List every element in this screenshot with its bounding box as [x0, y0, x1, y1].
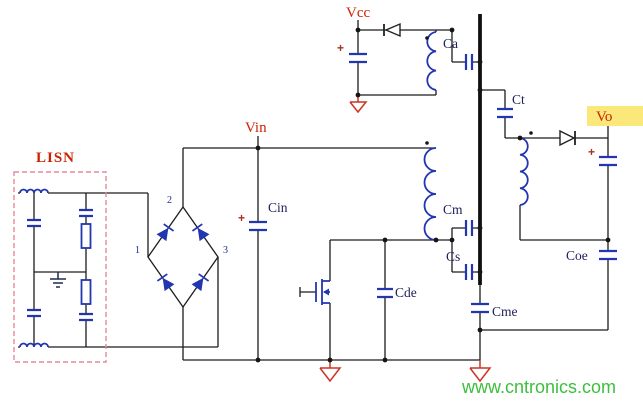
shield-ground-icon: [469, 360, 492, 383]
vin-label: Vin: [245, 120, 267, 136]
cap-cm-label: Cm: [443, 202, 463, 217]
cap-ca: Ca: [443, 36, 474, 70]
cap-cme-label: Cme: [492, 304, 518, 319]
lisn-dashed-box: [13, 171, 107, 363]
cap-coe: Coe: [566, 248, 617, 263]
cap-cin: [249, 220, 267, 232]
cap-ct-label: Ct: [512, 92, 525, 107]
vo-highlight: [587, 106, 643, 126]
vcc-supply: Vcc +: [337, 5, 401, 114]
auxiliary-winding: [426, 31, 437, 91]
output-cap-plus-sign: +: [588, 145, 595, 159]
input-section: Vin + Cin: [238, 120, 288, 232]
lisn-capacitor-1: [27, 218, 41, 228]
cin-plus-sign: +: [238, 211, 245, 225]
output-capacitor: [599, 155, 617, 167]
vo-label: Vo: [596, 109, 612, 125]
lisn-label: LISN: [36, 150, 75, 166]
secondary-polarity-dot: [529, 131, 533, 135]
lisn-capacitor-2: [79, 208, 93, 218]
cap-cde: Cde: [377, 285, 417, 300]
cap-cs-label: Cs: [446, 249, 460, 264]
bridge-diode-icon: [191, 273, 210, 292]
cap-cme: Cme: [471, 302, 518, 319]
lisn-network: LISN: [13, 150, 107, 363]
watermark-text: www.cntronics.com: [461, 377, 616, 397]
bridge-node-2-label: 2: [167, 195, 172, 206]
primary-ground-icon: [319, 360, 342, 383]
vcc-cap-plus-sign: +: [337, 41, 344, 55]
bridge-node-3-label: 3: [223, 245, 228, 256]
secondary-winding: [519, 137, 529, 206]
lisn-capacitor-3: [79, 312, 93, 322]
auxiliary-polarity-dot: [425, 36, 429, 40]
cap-cde-label: Cde: [395, 285, 417, 300]
vcc-diode-icon: [384, 22, 401, 38]
lisn-resistor-1: [80, 223, 92, 249]
junction-dots: [255, 27, 611, 363]
vcc-ground-icon: [349, 95, 368, 114]
cap-coe-label: Coe: [566, 248, 588, 263]
transformer: [423, 14, 533, 285]
vcc-capacitor: [349, 52, 367, 64]
bridge-diode-icon: [156, 273, 175, 292]
output-diode-icon: [559, 129, 576, 147]
mosfet: [315, 279, 330, 305]
lisn-capacitor-4: [27, 308, 41, 318]
cap-ca-label: Ca: [443, 36, 458, 51]
cap-cin-label: Cin: [268, 200, 288, 215]
bridge-rectifier: 1 2 3: [135, 195, 228, 309]
primary-winding: [423, 147, 437, 241]
vcc-label: Vcc: [346, 5, 370, 21]
circuit-wires: [18, 20, 609, 361]
lisn-inductor-bottom: [19, 342, 49, 348]
cap-cs: Cs: [446, 249, 474, 280]
mosfet-arrow-icon: [323, 288, 329, 296]
output-section: Vo +: [559, 106, 643, 167]
bridge-diode-icon: [156, 223, 175, 242]
bridge-node-1-label: 1: [135, 245, 140, 256]
primary-polarity-dot: [425, 141, 429, 145]
cap-ct: Ct: [497, 92, 525, 119]
bridge-diode-icon: [191, 223, 210, 242]
cap-cm: Cm: [443, 202, 474, 236]
lisn-resistor-2: [80, 279, 92, 305]
lisn-ground-icon: [50, 272, 66, 288]
lisn-inductor-top: [19, 188, 49, 194]
